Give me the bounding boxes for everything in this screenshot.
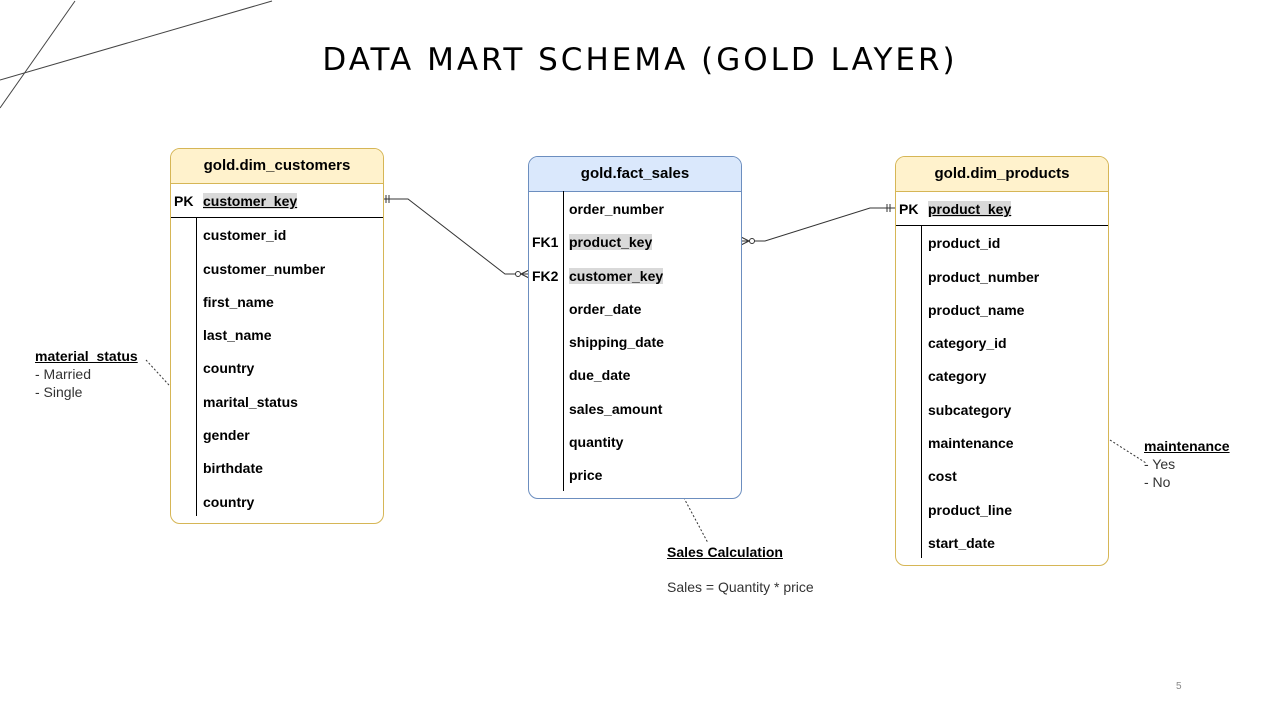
field-name: customer_number (203, 260, 326, 277)
field-name: product_id (928, 235, 1001, 252)
field-name: product_key (569, 234, 653, 251)
table-row: FK1 product_key (529, 225, 741, 258)
field-name: customer_key (203, 193, 298, 209)
table-row: price (529, 458, 741, 491)
table-row: product_line (896, 493, 1108, 526)
note-line: - Yes (1144, 456, 1176, 472)
slide-title: DATA MART SCHEMA (GOLD LAYER) (322, 42, 958, 78)
table-row: order_number (529, 192, 741, 225)
table-dim-products: gold.dim_products PK product_key product… (895, 156, 1109, 566)
field-name: category_id (928, 335, 1007, 352)
table-row: subcategory (896, 393, 1108, 426)
note-title: maintenance (1144, 438, 1230, 454)
field-name: maintenance (928, 435, 1014, 452)
table-row: category_id (896, 326, 1108, 359)
note-line: - No (1144, 474, 1171, 490)
table-row: order_date (529, 292, 741, 325)
table-row: marital_status (171, 385, 383, 418)
table-row: category (896, 359, 1108, 392)
field-name: product_name (928, 301, 1025, 318)
table-title: gold.dim_customers (171, 149, 383, 184)
note-sales-calculation: Sales Calculation Sales = Quantity * pri… (667, 543, 814, 596)
table-row: product_id (896, 226, 1108, 259)
table-row: quantity (529, 425, 741, 458)
field-name: birthdate (203, 460, 263, 477)
field-name: country (203, 493, 255, 510)
table-row: sales_amount (529, 392, 741, 425)
table-row: gender (171, 418, 383, 451)
table-row: FK2 customer_key (529, 259, 741, 292)
field-name: last_name (203, 327, 272, 344)
table-row: start_date (896, 526, 1108, 559)
field-name: shipping_date (569, 334, 664, 351)
field-name: start_date (928, 534, 995, 551)
table-row: country (171, 351, 383, 384)
table-row: product_number (896, 260, 1108, 293)
table-row: customer_number (171, 252, 383, 285)
table-row: customer_id (171, 218, 383, 251)
table-row: country (171, 485, 383, 518)
note-title: Sales Calculation (667, 544, 783, 560)
table-row: maintenance (896, 426, 1108, 459)
field-name: price (569, 467, 603, 484)
field-name: product_number (928, 268, 1040, 285)
table-row: due_date (529, 358, 741, 391)
decorative-lines (0, 0, 273, 109)
table-row: birthdate (171, 451, 383, 484)
table-fact-sales: gold.fact_sales order_number FK1 product… (528, 156, 742, 499)
field-name: first_name (203, 293, 274, 310)
field-name: quantity (569, 434, 624, 451)
table-title: gold.dim_products (896, 157, 1108, 192)
field-name: product_key (928, 201, 1012, 217)
field-name: cost (928, 468, 957, 485)
field-name: customer_key (569, 267, 664, 284)
field-name: order_number (569, 201, 664, 217)
note-marital-status: material_status - Married - Single (35, 347, 138, 401)
table-row: last_name (171, 318, 383, 351)
field-name: gender (203, 427, 250, 444)
note-line: - Married (35, 366, 92, 382)
table-row: shipping_date (529, 325, 741, 358)
field-name: marital_status (203, 393, 298, 410)
note-line: - Single (35, 384, 83, 400)
primary-key-marker: PK (899, 201, 919, 217)
field-name: sales_amount (569, 400, 663, 417)
page-number: 5 (1176, 681, 1182, 692)
field-name: due_date (569, 367, 631, 384)
table-row: first_name (171, 285, 383, 318)
field-name: subcategory (928, 401, 1012, 418)
table-dim-customers: gold.dim_customers PK customer_key custo… (170, 148, 384, 524)
field-name: order_date (569, 300, 642, 317)
sales-formula: Sales = Quantity * price (667, 579, 814, 595)
foreign-key-marker: FK2 (532, 267, 559, 284)
field-name: category (928, 368, 987, 385)
table-row: PK product_key (896, 192, 1108, 227)
table-row: PK customer_key (171, 184, 383, 219)
note-maintenance: maintenance - Yes - No (1144, 437, 1230, 491)
note-title: material_status (35, 348, 138, 364)
field-name: country (203, 360, 255, 377)
primary-key-marker: PK (174, 193, 194, 209)
foreign-key-marker: FK1 (532, 234, 559, 251)
table-row: cost (896, 459, 1108, 492)
table-title: gold.fact_sales (529, 157, 741, 192)
table-row: product_name (896, 293, 1108, 326)
field-name: customer_id (203, 227, 287, 244)
field-name: product_line (928, 501, 1013, 518)
